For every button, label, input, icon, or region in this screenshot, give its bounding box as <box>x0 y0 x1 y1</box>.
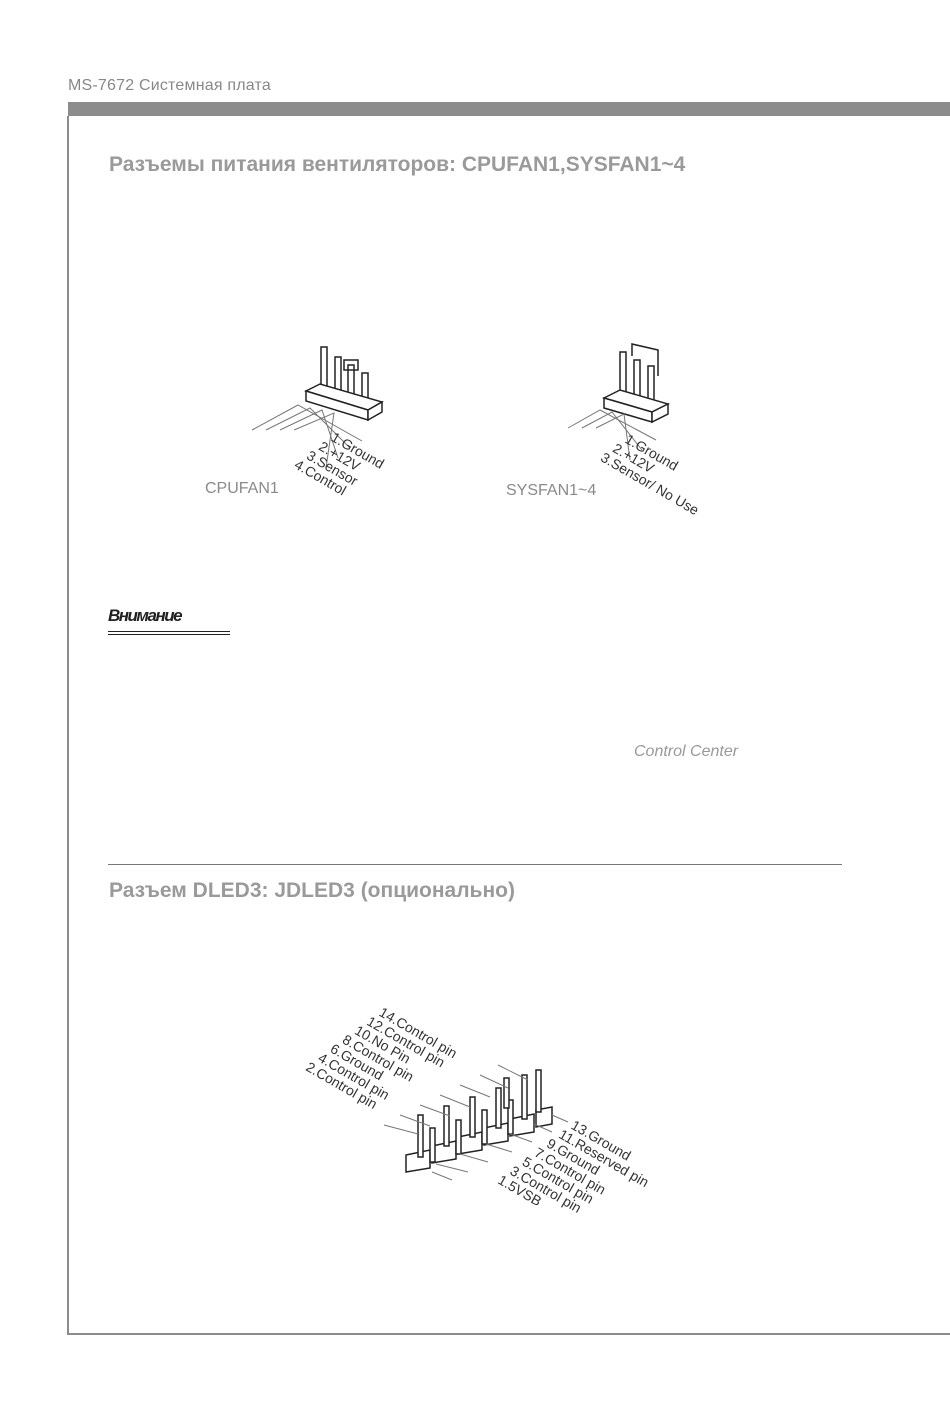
control-center-text: Control Center <box>634 743 739 760</box>
top-bar <box>68 102 950 116</box>
attention-underline-2 <box>108 634 230 635</box>
running-head: MS-7672 Системная плата <box>68 77 271 94</box>
sysfan-leader-lines <box>567 409 657 461</box>
jdled3-even-leader-lines <box>383 1064 529 1135</box>
cpufan-label: CPUFAN1 <box>205 480 279 497</box>
sysfan-label: SYSFAN1~4 <box>506 482 597 499</box>
jdled3-even-pin-labels: 14.Control pin 12.Control pin 10.No Pin … <box>303 1004 460 1112</box>
cpufan-connector <box>303 346 384 422</box>
left-rule <box>67 116 69 1334</box>
jdled3-odd-leader-lines <box>431 1114 569 1181</box>
bottom-rule <box>67 1333 950 1335</box>
attention-underline-1 <box>108 631 230 632</box>
dled-section-title: Разъем DLED3: JDLED3 (опционально) <box>109 879 515 902</box>
sysfan-connector <box>601 343 671 424</box>
cpufan-leader-lines <box>251 404 363 469</box>
attention-heading: Внимание <box>108 606 183 625</box>
section-divider <box>108 864 842 865</box>
fan-section-title: Разъемы питания вентиляторов: CPUFAN1,SY… <box>109 153 686 176</box>
jdled3-connector <box>405 1069 553 1173</box>
